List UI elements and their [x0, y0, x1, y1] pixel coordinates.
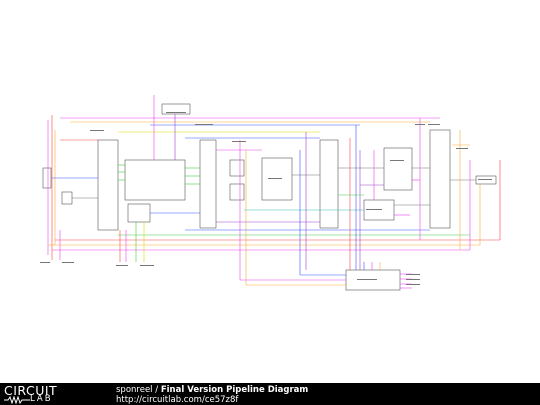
- pipeline-register-1: [97, 139, 119, 231]
- mux-block-left: [61, 191, 73, 205]
- register-file: [124, 159, 186, 201]
- pipeline-register-4: [429, 129, 451, 229]
- input-block: [42, 167, 52, 189]
- logo-bottom-text: LAB: [30, 394, 53, 404]
- logo-top-text: CIRCUIT: [4, 383, 58, 398]
- circuit-url[interactable]: http://circuitlab.com/ce57z8f: [116, 395, 239, 405]
- alu-block: [261, 157, 293, 201]
- data-memory: [383, 147, 413, 191]
- waveform-icon: [4, 396, 30, 404]
- separator: /: [152, 385, 161, 395]
- footer-bar: CIRCUIT LAB sponreel / Final Version Pip…: [0, 383, 540, 405]
- pipeline-diagram: [40, 95, 501, 291]
- control-unit: [161, 103, 191, 115]
- author-name[interactable]: sponreel: [116, 385, 153, 395]
- alu-mux-a: [229, 159, 245, 177]
- sign-extend-block: [127, 203, 151, 223]
- alu-mux-b: [229, 183, 245, 201]
- pipeline-register-3: [319, 139, 339, 229]
- circuit-meta: sponreel / Final Version Pipeline Diagra…: [116, 385, 308, 395]
- pipeline-register-2: [199, 139, 217, 229]
- circuitlab-logo[interactable]: CIRCUIT LAB: [4, 384, 94, 405]
- schematic-canvas[interactable]: [0, 0, 540, 383]
- circuit-title: Final Version Pipeline Diagram: [160, 385, 309, 395]
